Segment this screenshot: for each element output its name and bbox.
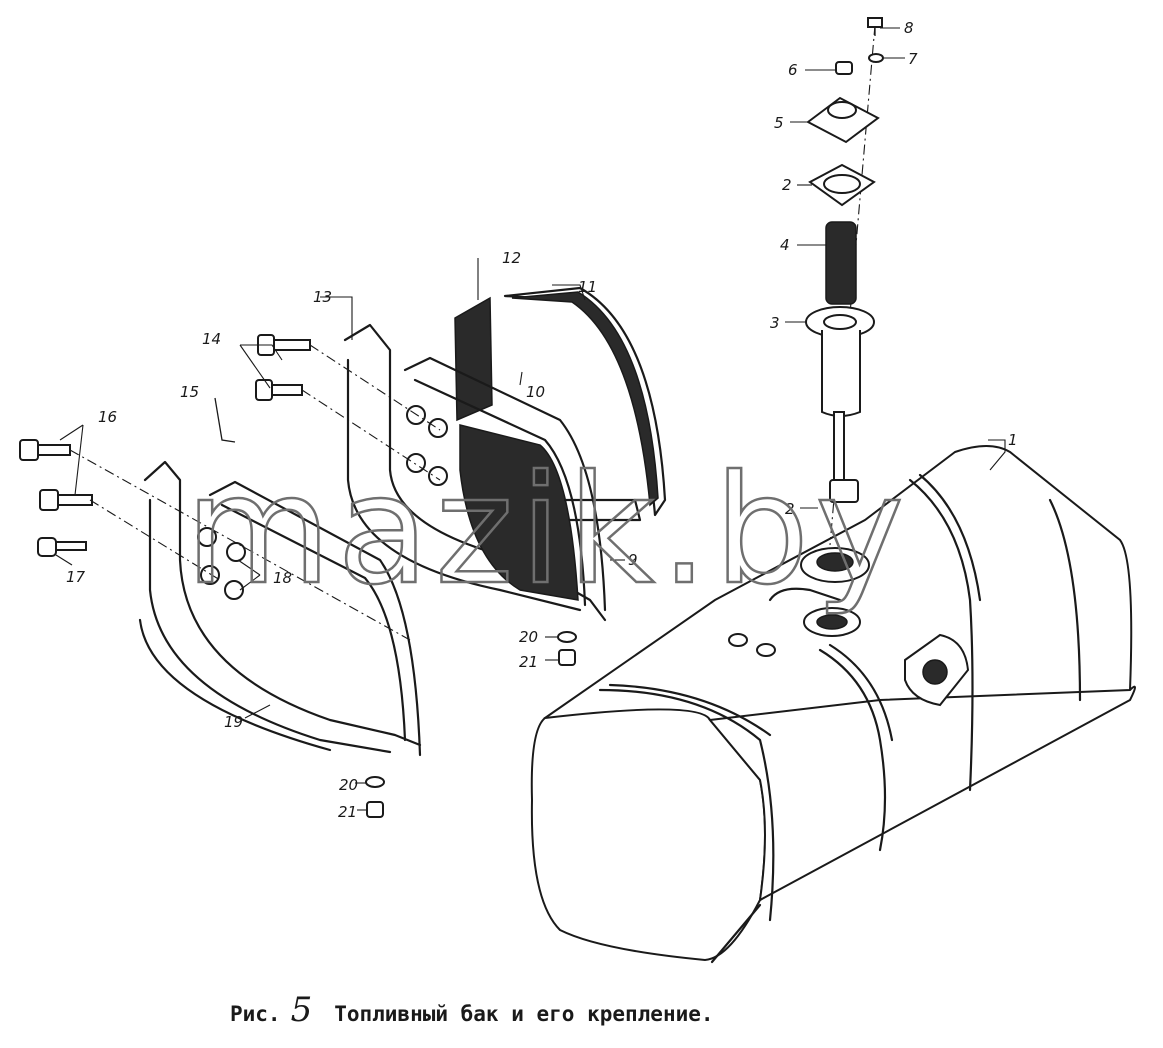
callout-20-front: 20	[339, 776, 358, 794]
callout-4: 4	[780, 236, 790, 254]
caption-title: Топливный бак и его крепление.	[334, 1002, 714, 1026]
callout-1: 1	[1008, 431, 1018, 449]
callout-17: 17	[66, 568, 86, 586]
callout-numbers: 1 2 2 3 4 5 6 7 8 9 10 11 12 13 14 15 16…	[66, 19, 1018, 821]
fuel-tank	[530, 445, 1136, 964]
callout-3: 3	[770, 314, 780, 332]
callout-18: 18	[273, 569, 292, 587]
rear-bracket	[343, 323, 642, 622]
fuel-sender-assembly	[805, 17, 884, 546]
callout-2-top: 2	[782, 176, 792, 194]
callout-15: 15	[180, 383, 199, 401]
callout-12: 12	[502, 249, 521, 267]
callout-6: 6	[788, 61, 798, 79]
tank-pad-and-seal	[454, 286, 667, 517]
callout-21-front: 21	[338, 803, 357, 821]
callout-5: 5	[774, 114, 784, 132]
caption-figure-number: 5	[290, 990, 313, 1030]
callout-9: 9	[628, 551, 638, 569]
callout-20-rear: 20	[519, 628, 538, 646]
callout-2-bottom: 2	[785, 500, 795, 518]
callout-16: 16	[98, 408, 117, 426]
callout-11: 11	[578, 278, 597, 296]
fasteners	[19, 334, 577, 818]
callout-21-rear: 21	[519, 653, 538, 671]
callout-10: 10	[526, 383, 545, 401]
front-bracket	[138, 460, 422, 757]
figure-caption: Рис. 5 Топливный бак и его крепление.	[230, 990, 714, 1030]
watermark: mazik.by	[185, 444, 910, 618]
caption-prefix: Рис.	[230, 1002, 281, 1026]
callout-19: 19	[224, 713, 243, 731]
callout-13: 13	[313, 288, 332, 306]
callout-8: 8	[904, 19, 914, 37]
callout-leaders	[55, 27, 1006, 811]
callout-7: 7	[908, 50, 918, 68]
callout-14: 14	[202, 330, 221, 348]
